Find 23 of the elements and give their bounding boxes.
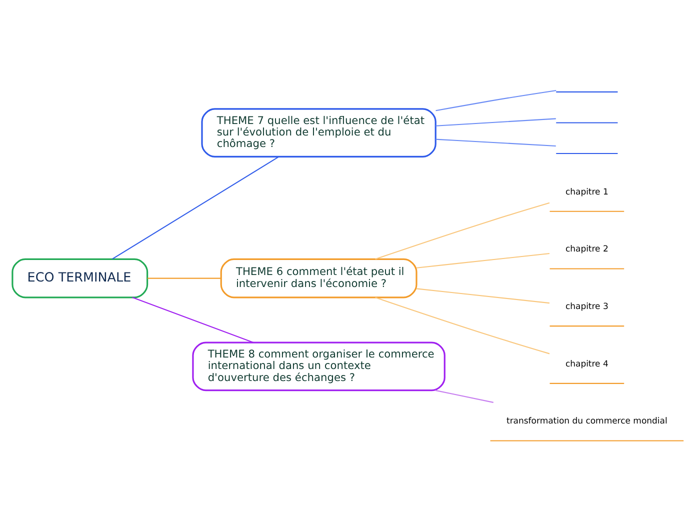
node-box: THEME 8 comment organiser le commerce international dans un contexte d'ouverture des échanges ? [192, 341, 446, 391]
connector [132, 296, 254, 342]
connector [434, 389, 494, 402]
connector [375, 296, 550, 354]
node-box: THEME 7 quelle est l'influence de l'état sur l'évolution de l'emploie et du chômage ? [201, 108, 436, 157]
connector [112, 156, 279, 259]
connector [436, 118, 556, 126]
connector [416, 288, 550, 304]
node-bar [556, 152, 618, 154]
node-box: THEME 6 comment l'état peut il intervenir dans l'économie ? [220, 258, 418, 298]
connector [436, 89, 556, 111]
connector [375, 202, 550, 260]
node-text: chapitre 3 [565, 301, 608, 312]
node-text: chapitre 2 [565, 244, 608, 254]
node-text: chapitre 4 [565, 358, 608, 369]
node-text: transformation du commerce mondial [506, 416, 668, 426]
node-bar [556, 90, 618, 92]
node-box: ECO TERMINALE [12, 258, 148, 298]
node-bar [556, 122, 618, 123]
connector [148, 277, 221, 278]
connector [416, 252, 550, 268]
node-text: chapitre 1 [565, 186, 608, 197]
connector [436, 138, 556, 146]
